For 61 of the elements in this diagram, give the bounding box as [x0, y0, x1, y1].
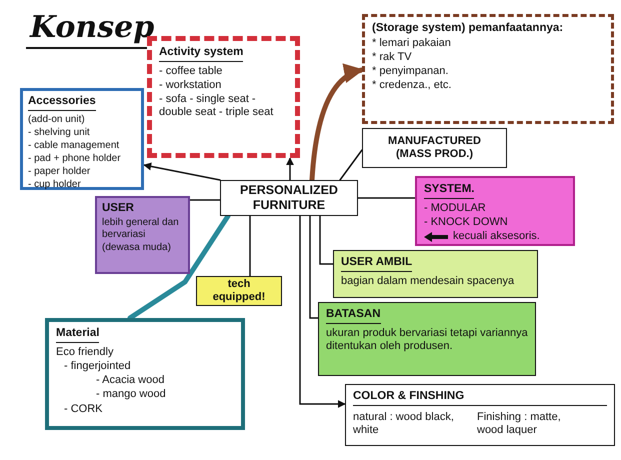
list-item: * penyimpanan.	[372, 65, 450, 78]
list-item: * rak TV	[372, 50, 413, 64]
note-box	[318, 302, 536, 376]
arrow	[310, 65, 364, 182]
list-item: - sofa - single seat - double seat - triple seat	[159, 93, 274, 120]
note-text: (dewasa muda)	[102, 242, 172, 254]
note-box	[95, 196, 190, 274]
heading-text: SYSTEM.	[424, 183, 474, 199]
list-item: - workstation	[159, 78, 222, 92]
list-item: * lemari pakaian	[372, 36, 452, 50]
note-box	[20, 88, 144, 190]
list-item: - shelving unit	[28, 126, 91, 139]
list-item: - cable management	[28, 140, 120, 152]
heading-text: BATASAN	[326, 308, 381, 324]
heading-text: COLOR & FINSHING	[353, 390, 607, 406]
connector-line	[128, 214, 230, 320]
heading-text: Material	[56, 327, 100, 343]
heading-text: Accessories	[28, 95, 96, 111]
note-text: natural : wood black, white	[353, 411, 455, 438]
connector-line	[249, 215, 251, 277]
arrow	[299, 215, 346, 408]
note-box	[362, 14, 614, 124]
heading-text: USER AMBIL	[341, 256, 412, 272]
note-text: ukuran produk bervariasi tetapi variannya ditentukan oleh produsen.	[326, 326, 528, 354]
list-item: - CORK	[63, 402, 104, 416]
note-box	[415, 176, 575, 246]
label-text: PERSONALIZED FURNITURE	[239, 183, 339, 213]
note-text: (add-on unit)	[28, 114, 86, 126]
connector-line	[309, 215, 319, 319]
list-item: - KNOCK DOWN	[424, 216, 509, 230]
label-text: MANUFACTURED (MASS PROD.)	[387, 134, 482, 162]
connector-line	[189, 199, 221, 201]
label-text: tech equipped!	[212, 278, 266, 304]
heading-text: Activity system	[159, 46, 244, 62]
heading-text: (Storage system) pemanfaatannya:	[372, 22, 564, 36]
list-item: * credenza., etc.	[372, 79, 452, 93]
list-item: - paper holder	[28, 166, 92, 178]
list-item: - pad + phone holder	[28, 152, 122, 165]
connector-line	[339, 149, 363, 181]
list-item: - coffee table	[159, 64, 224, 78]
arrow	[143, 162, 221, 181]
list-item: - fingerjointed	[63, 360, 132, 374]
list-item: - mango wood	[95, 388, 167, 402]
note-text: lebih general dan bervariasi	[102, 216, 180, 241]
connector-line	[319, 215, 334, 265]
arrow	[286, 157, 294, 181]
heading-text: USER	[102, 202, 135, 216]
note-text: Finishing : matte, wood laquer	[477, 411, 562, 438]
note-text: Eco friendly	[56, 346, 114, 359]
list-item: - MODULAR	[424, 202, 487, 215]
note-box	[333, 250, 538, 298]
note-text: bagian dalam mendesain spacenya	[341, 274, 516, 288]
list-item: - Acacia wood	[95, 374, 166, 388]
note-box	[196, 276, 282, 306]
note-box	[45, 318, 245, 430]
connector-line	[357, 197, 416, 199]
note-box	[345, 384, 615, 446]
note-text: kecuali aksesoris.	[453, 230, 540, 244]
topic-box	[220, 180, 358, 216]
list-item: - cup holder	[28, 178, 82, 191]
note-box	[362, 128, 507, 168]
